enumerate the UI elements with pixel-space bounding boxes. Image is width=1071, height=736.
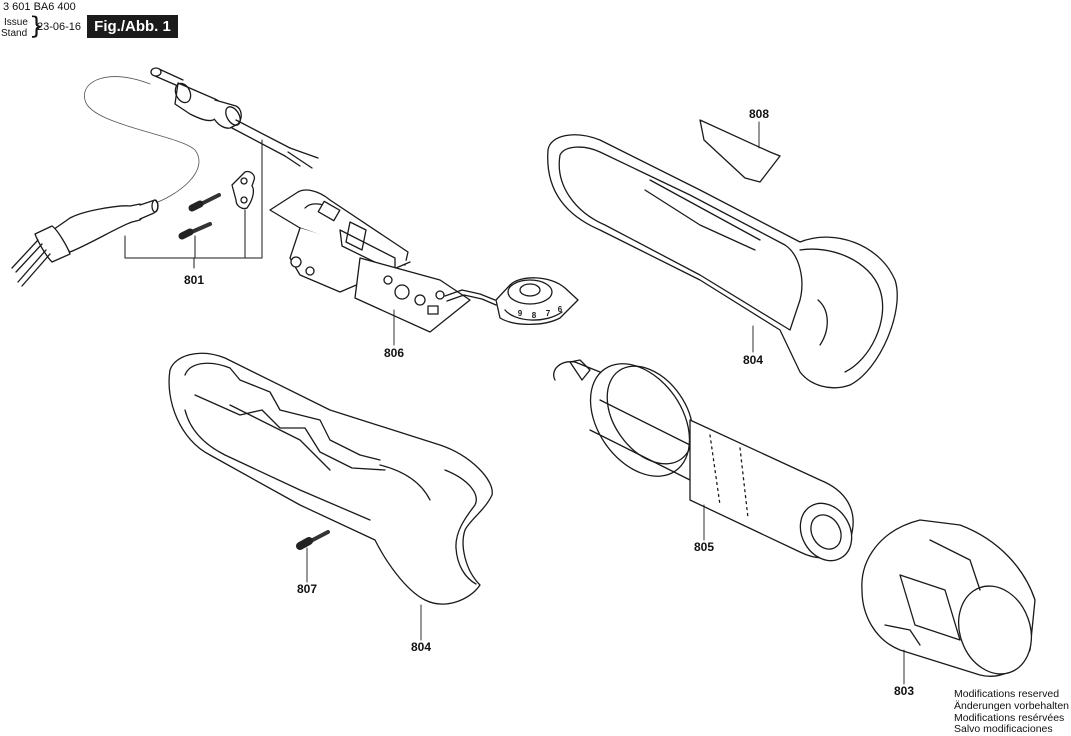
dial-digit: 9	[518, 309, 523, 318]
issue-label: Issue	[4, 17, 28, 28]
part-808-nameplate	[699, 119, 781, 183]
part-806-switch-board	[269, 189, 579, 333]
note-line: Salvo modificaciones	[954, 723, 1053, 736]
dial-digit: 8	[532, 311, 537, 320]
callout-804-lower: 804	[411, 640, 431, 654]
part-804-housing-upper	[547, 134, 898, 389]
callout-807: 807	[297, 582, 317, 596]
stand-label: Stand	[1, 28, 28, 39]
dial-digit: 6	[558, 305, 563, 314]
callout-803: 803	[894, 684, 914, 698]
callout-805: 805	[694, 540, 714, 554]
leader-lines	[306, 121, 905, 685]
part-801-cord-set	[11, 67, 319, 287]
part-804-housing-lower	[168, 352, 493, 605]
dial-digits: 9 8 7 6	[518, 305, 563, 320]
callout-801: 801	[184, 273, 204, 287]
note-line: Modifications reserved	[954, 688, 1060, 700]
note-line: Änderungen vorbehalten	[954, 699, 1070, 712]
figure-label: Fig./Abb. 1	[87, 15, 178, 38]
callout-806: 806	[384, 346, 404, 360]
modification-notes: Modifications reserved Änderungen vorbeh…	[954, 688, 1070, 736]
dial-digit: 7	[546, 309, 551, 318]
callout-804-upper: 804	[743, 353, 763, 367]
note-line: Modifications resérvées	[954, 711, 1065, 724]
part-803-nozzle-cap	[861, 519, 1036, 677]
brace-symbol: }	[29, 12, 45, 40]
issue-date: 23-06-16	[37, 21, 82, 33]
part-callouts: 801 806 808 804 805 807 804 803	[184, 107, 914, 698]
part-807-screw	[296, 530, 330, 550]
part-805-heating-element	[553, 359, 854, 562]
document-number: 3 601 BA6 400	[3, 1, 76, 13]
callout-808: 808	[749, 107, 769, 121]
